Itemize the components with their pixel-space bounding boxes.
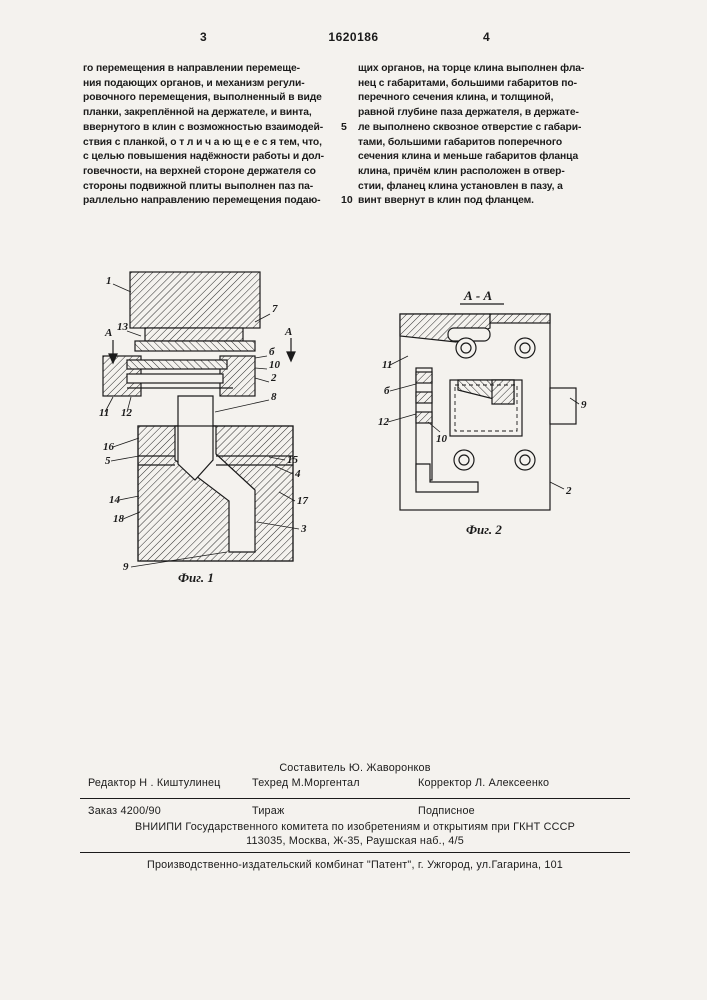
- fig1-planka: [126, 359, 228, 370]
- imprint-tirazh: Тираж: [252, 805, 285, 817]
- figure-1-drawing: 1 7 13 А А б 10 2 8 11 12 16 5 15 4 14 1…: [99, 271, 309, 585]
- fig2-label-2: 2: [565, 485, 572, 497]
- fig2-label-11: 11: [382, 359, 392, 371]
- imprint-order: Заказ 4200/90: [88, 805, 161, 817]
- fig1-label-b: б: [269, 346, 275, 358]
- fig1-label-16: 16: [103, 441, 115, 453]
- fig2-top-right-hatch: [489, 313, 551, 324]
- fig2-wedge: [491, 379, 515, 405]
- text-column-right: щих органов, на торце клина выполнен фла…: [358, 63, 585, 207]
- imprint-divider: [80, 798, 630, 799]
- fig1-label-10: 10: [269, 359, 281, 371]
- fig1-label-17: 17: [297, 495, 309, 507]
- fig1-caption: Фиг. 1: [178, 570, 214, 585]
- patent-number: 1620186: [328, 30, 379, 44]
- imprint-corrector: Корректор Л. Алексеенко: [418, 777, 550, 789]
- fig2-label-9: 9: [581, 399, 587, 411]
- fig2-right-tab: [549, 387, 577, 425]
- fig1-label-15: 15: [287, 454, 299, 466]
- fig2-label-10: 10: [436, 433, 448, 445]
- fig1-label-9: 9: [123, 561, 129, 573]
- fig1-label-13: 13: [117, 321, 129, 333]
- text-column-left: го перемещения в направлении перемеще- н…: [83, 63, 325, 207]
- line-number-10: 10: [341, 194, 353, 206]
- fig1-label-a-left: А: [104, 327, 112, 339]
- fig1-label-18: 18: [113, 513, 125, 525]
- fig1-label-4: 4: [294, 468, 301, 480]
- fig1-label-7: 7: [272, 303, 278, 315]
- imprint-compiler: Составитель Ю. Жаворонков: [279, 762, 431, 774]
- fig2-section-title: А - А: [463, 288, 493, 303]
- fig1-section-arrows: [108, 338, 296, 365]
- fig1-label-3: 3: [300, 523, 307, 535]
- figure-2-drawing: А - А: [378, 288, 587, 537]
- imprint-podpisnoe: Подписное: [418, 805, 475, 817]
- fig1-wedge-stem: [177, 395, 214, 481]
- fig1-label-1: 1: [106, 275, 112, 287]
- imprint-vniipi-line2: 113035, Москва, Ж-35, Раушская наб., 4/5: [246, 835, 464, 847]
- fig1-label-2: 2: [270, 372, 277, 384]
- imprint-divider: [80, 852, 630, 853]
- fig2-hidden-edge: [454, 384, 518, 432]
- fig1-plate: [134, 340, 256, 352]
- fig2-label-12: 12: [378, 416, 390, 428]
- page-number-right: 4: [483, 30, 491, 44]
- page-number-left: 3: [200, 30, 208, 44]
- fig2-leader-lines: [387, 355, 580, 490]
- imprint-editor: Редактор Н . Киштулинец: [88, 777, 221, 789]
- fig1-screw: [126, 373, 224, 384]
- fig1-label-11: 11: [99, 407, 109, 419]
- fig2-left-strip: [415, 367, 433, 481]
- fig1-label-5: 5: [105, 455, 111, 467]
- fig1-label-8: 8: [271, 391, 277, 403]
- fig1-label-12: 12: [121, 407, 133, 419]
- imprint-techred: Техред М.Моргентал: [252, 777, 360, 789]
- line-number-5: 5: [341, 121, 347, 133]
- imprint-publisher: Производственно-издательский комбинат "П…: [146, 859, 564, 871]
- fig1-top-tongue: [144, 327, 244, 342]
- fig1-leader-lines: [104, 283, 300, 568]
- fig1-label-a-right: А: [284, 326, 292, 338]
- fig1-label-14: 14: [109, 494, 121, 506]
- fig2-label-b: б: [384, 385, 390, 397]
- imprint-block: Составитель Ю. Жаворонков Редактор Н . К…: [80, 762, 630, 874]
- fig2-caption: Фиг. 2: [466, 522, 502, 537]
- fig1-top-block: [129, 271, 261, 329]
- fig2-bottom-slot: [415, 463, 479, 493]
- imprint-vniipi-line1: ВНИИПИ Государственного комитета по изоб…: [134, 821, 576, 833]
